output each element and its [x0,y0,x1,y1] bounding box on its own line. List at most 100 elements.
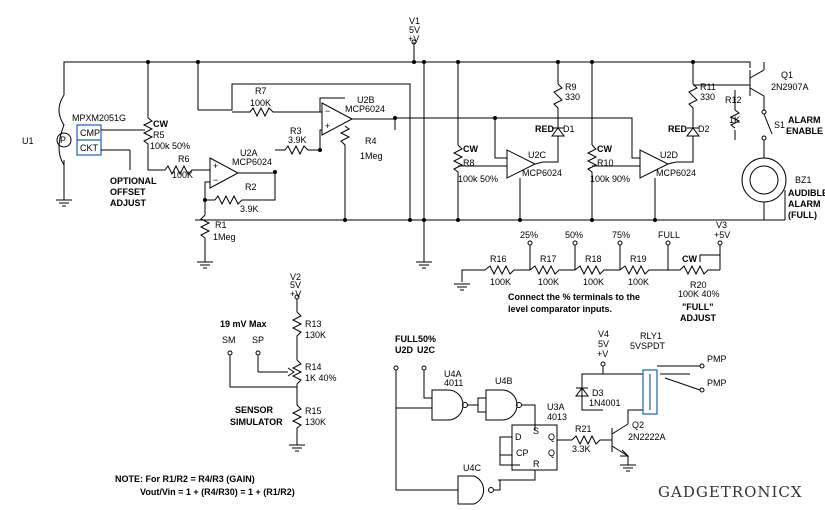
svg-text:R16: R16 [490,254,507,264]
svg-text:1N4001: 1N4001 [589,398,621,408]
svg-text:OFFSET: OFFSET [110,187,146,197]
svg-text:Connect the % terminals to the: Connect the % terminals to the [508,292,640,302]
svg-text:+V: +V [290,289,301,299]
svg-text:3.3K: 3.3K [572,444,591,454]
svg-text:CP: CP [516,448,529,458]
svg-text:1Meg: 1Meg [360,151,383,161]
svg-text:100K: 100K [172,170,193,180]
main-wiring [63,42,786,262]
svg-text:330: 330 [700,92,715,102]
svg-text:R17: R17 [540,254,557,264]
svg-text:5V: 5V [598,339,609,349]
svg-text:V3: V3 [716,220,727,230]
svg-text:R3: R3 [290,126,302,136]
svg-text:130K: 130K [305,330,326,340]
svg-text:50%: 50% [418,334,436,344]
junction-dots [146,60,695,222]
svg-text:Q1: Q1 [781,70,793,80]
svg-text:D2: D2 [698,124,710,134]
svg-text:CW: CW [597,144,612,154]
svg-text:D3: D3 [592,388,604,398]
svg-text:Q: Q [548,448,555,458]
svg-text:100K 40%: 100K 40% [678,289,720,299]
svg-text:R18: R18 [585,254,602,264]
svg-text:PMP: PMP [707,354,727,364]
svg-text:ALARM: ALARM [788,199,821,209]
svg-text:R: R [533,459,540,469]
svg-text:S1: S1 [774,120,785,130]
svg-text:"FULL": "FULL" [682,302,714,312]
svg-text:V1: V1 [409,16,420,26]
svg-text:R9: R9 [565,82,577,92]
svg-text:R2: R2 [245,182,257,192]
svg-text:CW: CW [463,144,478,154]
svg-text:R14: R14 [305,362,322,372]
svg-text:CMP: CMP [80,128,100,138]
svg-text:FULL: FULL [395,334,418,344]
svg-text:R10: R10 [597,158,614,168]
svg-text:2N2222A: 2N2222A [628,432,666,442]
svg-text:MPXM2051G: MPXM2051G [72,113,126,123]
svg-text:D: D [515,432,522,442]
svg-text:U4C: U4C [463,463,482,473]
svg-text:100K: 100K [490,277,511,287]
svg-text:U1: U1 [22,136,34,146]
svg-text:5V: 5V [290,280,301,290]
svg-text:U2D: U2D [660,150,679,160]
offset-adjust: CW R5 100k 50% R6 100K OPTIONAL OFFSET A… [110,117,210,208]
svg-text:+: + [213,161,218,171]
svg-text:RLY1: RLY1 [640,331,662,341]
svg-text:P: P [60,135,66,145]
svg-text:130K: 130K [305,417,326,427]
svg-text:ADJUST: ADJUST [680,313,717,323]
svg-text:SP: SP [252,335,264,345]
svg-text:CW: CW [153,119,168,129]
brand-logo: GADGETRONICX [658,483,803,501]
design-note: NOTE: For R1/R2 = R4/R3 (GAIN) Vout/Vin … [115,474,295,497]
svg-text:100K: 100K [628,277,649,287]
opamp-u2a: + − U2A MCP6024 R2 3.9K R1 1Meg [197,92,276,269]
level-comparator-u2c: CW R8 100k 50% U2C MCP6024 R9 330 RED D1 [452,82,580,190]
svg-text:+V: +V [408,34,419,44]
svg-text:MCP6024: MCP6024 [345,104,385,114]
svg-text:100K: 100K [250,98,271,108]
svg-text:level comparator inputs.: level comparator inputs. [508,304,612,314]
svg-text:100k 50%: 100k 50% [150,141,190,151]
svg-text:100K: 100K [583,277,604,287]
svg-text:100k 50%: 100k 50% [458,174,498,184]
svg-text:MCP6024: MCP6024 [522,168,562,178]
svg-text:R15: R15 [305,406,322,416]
svg-text:(FULL): (FULL) [788,210,817,220]
svg-text:R4: R4 [365,136,377,146]
svg-text:CW: CW [682,254,697,264]
svg-text:R6: R6 [178,154,190,164]
svg-text:R1: R1 [215,220,227,230]
svg-text:RED: RED [668,124,688,134]
svg-text:S: S [533,426,539,436]
svg-text:MCP6024: MCP6024 [232,157,272,167]
svg-text:BZ1: BZ1 [795,175,812,185]
svg-text:D1: D1 [563,124,575,134]
svg-text:MCP6024: MCP6024 [656,168,696,178]
svg-text:U2C: U2C [417,345,436,355]
svg-text:NOTE: For R1/R2 = R4/R3 (GAIN): NOTE: For R1/R2 = R4/R3 (GAIN) [115,474,255,484]
svg-text:OPTIONAL: OPTIONAL [110,176,157,186]
svg-text:R13: R13 [305,319,322,329]
svg-text:SM: SM [222,335,236,345]
svg-text:ALARM: ALARM [788,115,821,125]
svg-text:U2C: U2C [528,150,547,160]
svg-text:4013: 4013 [547,412,567,422]
svg-text:PMP: PMP [707,378,727,388]
alarm-stage: Q1 2N2907A R12 1K S1 ALARM ENABLE BZ1 AU… [725,62,825,220]
svg-text:R5: R5 [153,130,165,140]
svg-text:+V: +V [597,349,608,359]
svg-text:+: + [325,121,330,131]
svg-text:100K: 100K [538,277,559,287]
svg-text:1K: 1K [729,115,740,125]
svg-text:3.9K: 3.9K [288,135,307,145]
svg-text:19 mV Max: 19 mV Max [220,319,267,329]
svg-text:5V: 5V [409,25,420,35]
